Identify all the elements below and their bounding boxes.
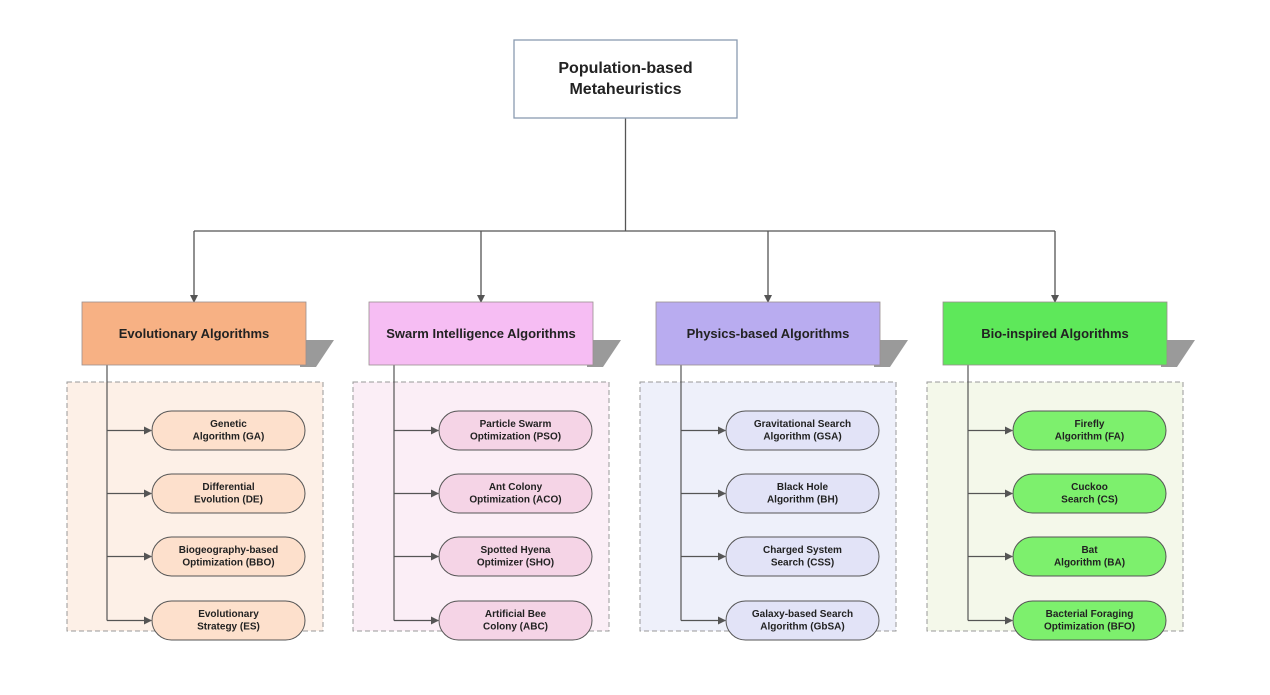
algorithm-label: Cuckoo <box>1071 482 1108 493</box>
category-shadow <box>874 340 908 367</box>
algorithm-label: Particle Swarm <box>480 419 552 430</box>
algorithm-label: Firefly <box>1074 419 1104 430</box>
algorithm-pill <box>725 600 880 641</box>
algorithm-pill <box>438 600 593 641</box>
algorithm-pill <box>1012 600 1167 641</box>
diagram-nodes: Population-basedMetaheuristicsEvolutiona… <box>81 39 1195 641</box>
algorithm-label: Optimization (ACO) <box>469 494 561 505</box>
algorithm-label: Optimizer (SHO) <box>477 557 554 568</box>
algorithm-label: Optimization (BBO) <box>182 557 274 568</box>
algorithm-pill <box>1012 473 1167 514</box>
algorithm-label: Differential <box>202 482 254 493</box>
algorithm-label: Search (CSS) <box>771 557 834 568</box>
category-label: Physics-based Algorithms <box>687 326 850 341</box>
algorithm-label: Search (CS) <box>1061 494 1118 505</box>
algorithm-pill <box>438 473 593 514</box>
algorithm-label: Algorithm (BA) <box>1054 557 1125 568</box>
algorithm-label: Algorithm (BH) <box>767 494 838 505</box>
category-label: Evolutionary Algorithms <box>119 326 269 341</box>
algorithm-pill <box>1012 410 1167 451</box>
category-node: Physics-based Algorithms <box>655 301 908 367</box>
category-box <box>368 301 594 366</box>
algorithm-label: Optimization (BFO) <box>1044 621 1135 632</box>
algorithm-label: Strategy (ES) <box>197 621 260 632</box>
algorithm-label: Galaxy-based Search <box>752 609 853 620</box>
algorithm-label: Black Hole <box>777 482 829 493</box>
category-node: Evolutionary Algorithms <box>81 301 334 367</box>
algorithm-pill <box>725 473 880 514</box>
category-label: Swarm Intelligence Algorithms <box>386 326 576 341</box>
category-node: Bio-inspired Algorithms <box>942 301 1195 367</box>
algorithm-label: Genetic <box>210 419 247 430</box>
category-label: Bio-inspired Algorithms <box>981 326 1129 341</box>
category-box <box>81 301 307 366</box>
algorithm-label: Algorithm (GbSA) <box>760 621 844 632</box>
algorithm-label: Algorithm (GA) <box>193 431 265 442</box>
algorithm-pill <box>725 410 880 451</box>
algorithm-label: Algorithm (GSA) <box>763 431 841 442</box>
algorithm-pill <box>725 536 880 577</box>
algorithm-label: Spotted Hyena <box>480 545 550 556</box>
algorithm-pill <box>151 600 306 641</box>
algorithm-label: Gravitational Search <box>754 419 851 430</box>
algorithm-label: Optimization (PSO) <box>470 431 561 442</box>
algorithm-label: Biogeography-based <box>179 545 278 556</box>
root-box <box>513 39 738 119</box>
algorithm-label: Charged System <box>763 545 842 556</box>
algorithm-pill <box>438 410 593 451</box>
category-box <box>655 301 881 366</box>
algorithm-pill <box>151 473 306 514</box>
root-label: Metaheuristics <box>569 81 681 98</box>
category-shadow <box>1161 340 1195 367</box>
algorithm-label: Algorithm (FA) <box>1055 431 1124 442</box>
algorithm-label: Bat <box>1081 545 1098 556</box>
algorithm-label: Colony (ABC) <box>483 621 548 632</box>
category-shadow <box>587 340 621 367</box>
algorithm-pill <box>1012 536 1167 577</box>
category-box <box>942 301 1168 366</box>
algorithm-pill <box>438 536 593 577</box>
algorithm-pill <box>151 410 306 451</box>
algorithm-label: Artificial Bee <box>485 609 547 620</box>
algorithm-label: Ant Colony <box>489 482 543 493</box>
algorithm-label: Evolution (DE) <box>194 494 263 505</box>
connector-lines <box>106 118 1059 625</box>
root-label: Population-based <box>558 60 692 77</box>
category-shadow <box>300 340 334 367</box>
algorithm-label: Bacterial Foraging <box>1046 609 1134 620</box>
algorithm-label: Evolutionary <box>198 609 259 620</box>
category-node: Swarm Intelligence Algorithms <box>368 301 621 367</box>
algorithm-pill <box>151 536 306 577</box>
